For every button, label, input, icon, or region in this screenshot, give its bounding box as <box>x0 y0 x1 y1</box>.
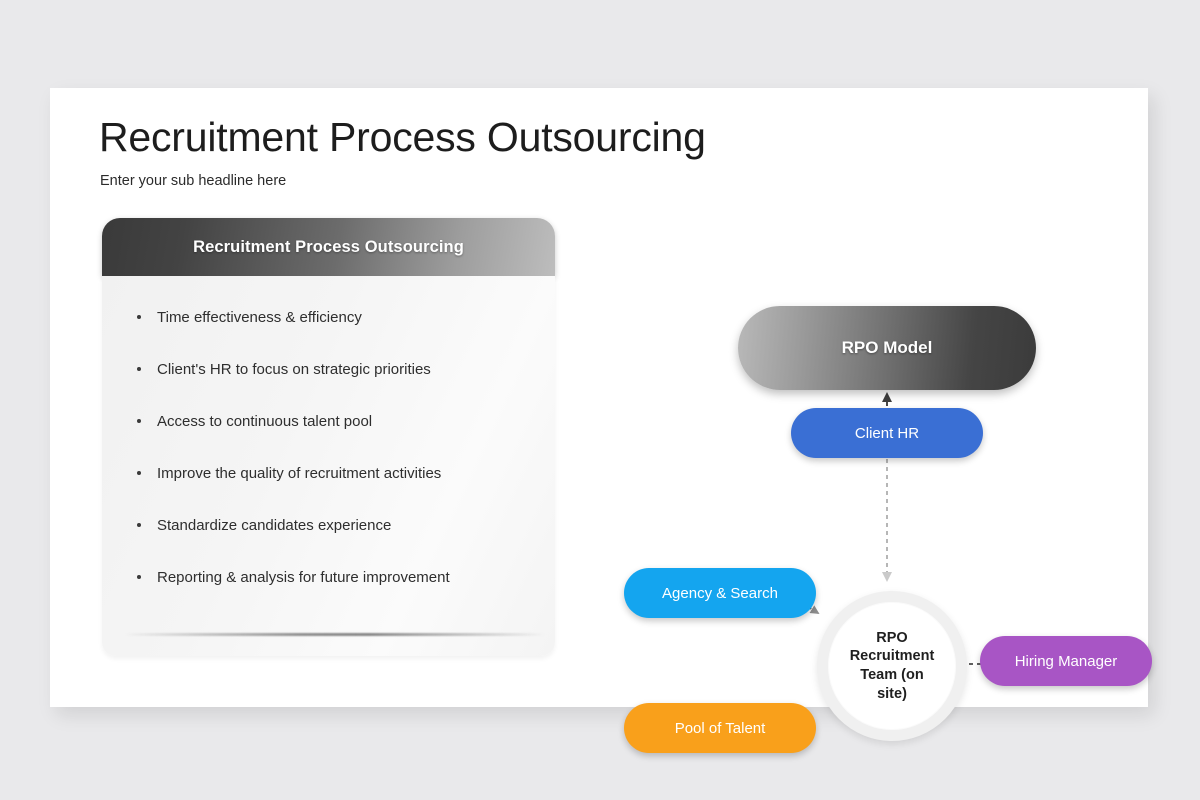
bullet-dot-icon <box>137 419 141 423</box>
node-rpo-model[interactable]: RPO Model <box>738 306 1036 390</box>
list-item-label: Standardize candidates experience <box>157 517 392 534</box>
benefits-card-body: Time effectiveness & efficiency Client's… <box>102 276 555 656</box>
list-item: Reporting & analysis for future improvem… <box>135 569 541 587</box>
list-item: Standardize candidates experience <box>135 517 541 535</box>
list-item-label: Reporting & analysis for future improvem… <box>157 569 450 586</box>
node-rpo-team-line1: RPO <box>876 629 908 646</box>
node-hiring-manager-label: Hiring Manager <box>1014 652 1118 670</box>
node-rpo-team-line2: Recruitment <box>849 648 935 665</box>
list-item: Access to continuous talent pool <box>135 413 541 431</box>
node-client-hr[interactable]: Client HR <box>791 408 983 458</box>
node-pool-of-talent-label: Pool of Talent <box>674 719 766 737</box>
node-hiring-manager[interactable]: Hiring Manager <box>980 636 1152 686</box>
rpo-model-diagram: RPO Model Client HR Agency & Search Pool… <box>555 198 1152 753</box>
node-rpo-model-label: RPO Model <box>841 338 933 357</box>
page-subtitle: Enter your sub headline here <box>100 173 287 189</box>
node-agency-search[interactable]: Agency & Search <box>624 568 816 618</box>
bullet-dot-icon <box>137 315 141 319</box>
list-item: Improve the quality of recruitment activ… <box>135 465 541 483</box>
list-item-label: Access to continuous talent pool <box>157 413 373 430</box>
bullet-dot-icon <box>137 575 141 579</box>
bullet-dot-icon <box>137 367 141 371</box>
node-pool-of-talent[interactable]: Pool of Talent <box>624 703 816 753</box>
list-item-label: Time effectiveness & efficiency <box>157 309 362 326</box>
diagram-connectors <box>752 392 993 669</box>
bullet-dot-icon <box>137 471 141 475</box>
list-item: Time effectiveness & efficiency <box>135 309 541 327</box>
node-agency-search-label: Agency & Search <box>662 584 778 602</box>
node-rpo-recruitment-team[interactable]: RPO Recruitment Team (on site) <box>817 591 967 741</box>
benefits-card: Recruitment Process Outsourcing Time eff… <box>102 218 555 656</box>
node-client-hr-label: Client HR <box>854 424 920 442</box>
node-rpo-team-line3: Team (on <box>860 667 924 683</box>
list-item-label: Client's HR to focus on strategic priori… <box>157 361 431 378</box>
page-title: Recruitment Process Outsourcing <box>99 114 706 160</box>
benefits-bullet-list: Time effectiveness & efficiency Client's… <box>135 309 541 621</box>
node-rpo-team-line4: site) <box>877 685 907 702</box>
benefits-card-header-label: Recruitment Process Outsourcing <box>193 237 464 256</box>
slide-canvas: Recruitment Process Outsourcing Enter yo… <box>50 88 1152 753</box>
list-item-label: Improve the quality of recruitment activ… <box>157 465 442 482</box>
list-item: Client's HR to focus on strategic priori… <box>135 361 541 379</box>
benefits-card-header: Recruitment Process Outsourcing <box>102 218 555 276</box>
bullet-dot-icon <box>137 523 141 527</box>
